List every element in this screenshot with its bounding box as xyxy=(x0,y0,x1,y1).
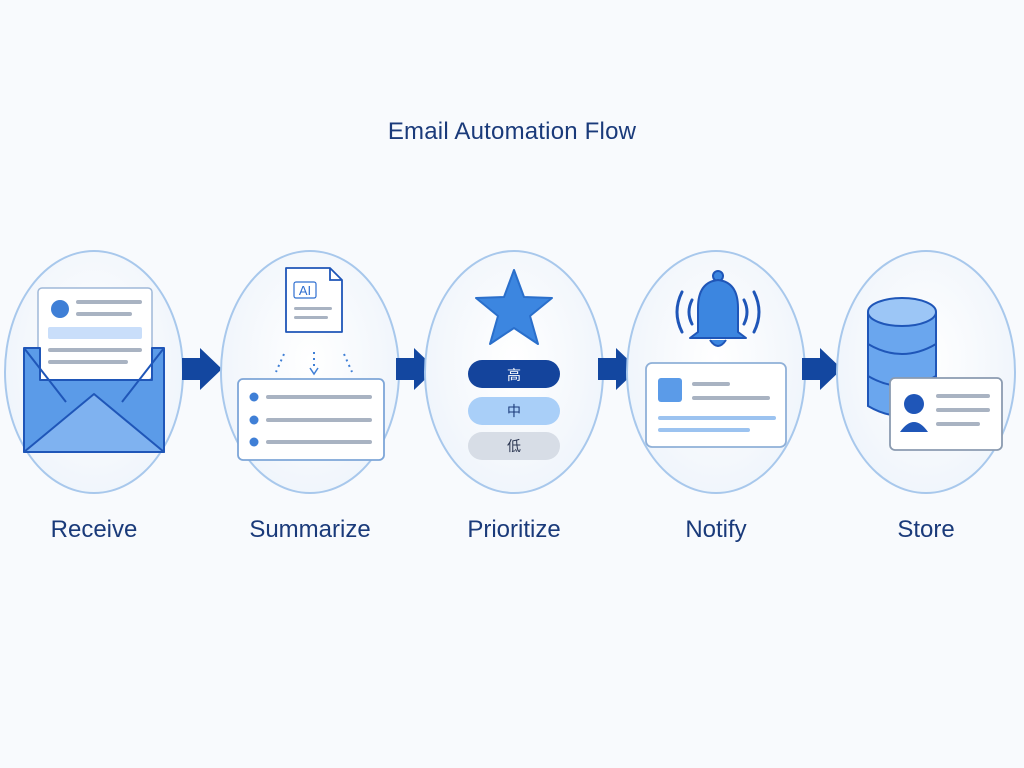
step-label-notify: Notify xyxy=(685,516,747,543)
arrow-right-icon xyxy=(396,348,436,390)
step-label-receive: Receive xyxy=(50,516,138,543)
arrow-right-icon xyxy=(598,348,638,390)
step-notify xyxy=(626,250,806,494)
step-label-summarize: Summarize xyxy=(249,516,371,543)
document-summary-icon: AI xyxy=(237,267,385,461)
step-receive xyxy=(4,250,184,494)
diagram-title: Email Automation Flow xyxy=(387,118,637,145)
step-prioritize: 高 中 低 xyxy=(424,250,604,494)
database-icon xyxy=(867,297,1003,451)
priority-low: 低 xyxy=(507,438,521,454)
step-label-prioritize: Prioritize xyxy=(467,516,561,543)
arrow-right-icon xyxy=(802,348,842,390)
contact-card-icon xyxy=(889,377,1003,451)
star-icon: 高 中 低 xyxy=(468,269,560,460)
priority-medium: 中 xyxy=(507,403,521,419)
step-summarize: AI xyxy=(220,250,400,494)
step-label-store: Store xyxy=(897,516,955,543)
envelope-icon xyxy=(23,287,165,453)
ai-badge: AI xyxy=(299,283,311,298)
step-store xyxy=(836,250,1016,494)
bell-icon xyxy=(645,270,787,448)
priority-high: 高 xyxy=(507,367,521,383)
arrow-right-icon xyxy=(182,348,222,390)
